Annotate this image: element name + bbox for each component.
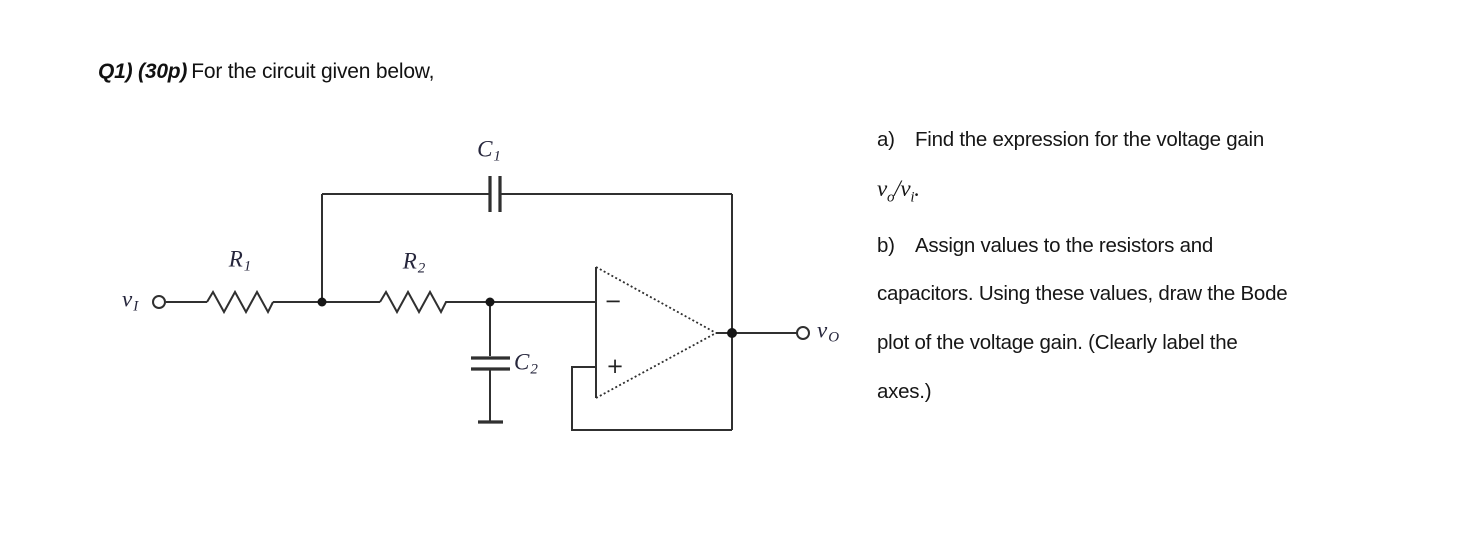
question-part-b-line2: capacitors. Using these values, draw the… [877,282,1288,306]
node-dot-output [727,328,737,338]
label-vin: vI [122,286,139,315]
node-dot-a [317,297,327,307]
part-b-marker: b) [877,233,895,257]
question-text-block: a) Find the expression for the voltage ga… [877,116,1357,416]
part-a-marker: a) [877,128,895,151]
part-b-text: Assign values to the resistors and [915,233,1214,257]
output-terminal [796,326,810,340]
input-terminal [152,295,166,309]
opamp-plus-sign: + [606,354,624,378]
label-r1: R1 [228,246,252,275]
wire-noninverting-loop [571,366,732,431]
question-part-a: a) Find the expression for the voltage ga… [877,116,1357,165]
resistor-r1 [206,289,274,315]
part-a-text: Find the expression for the voltage gain [915,128,1264,151]
label-vout: vO [817,317,840,346]
question-part-b-line4: axes.) [877,379,932,403]
opamp-edge-top [595,266,717,334]
question-part-b: b) Assign values to the resistors and [877,222,1357,271]
label-c1: C1 [477,136,501,165]
node-dot-c [485,297,495,307]
question-title-text: For the circuit given below, [191,60,435,83]
label-c2: C2 [514,349,538,378]
resistor-r2 [379,289,450,315]
label-r2: R2 [402,248,426,277]
question-number: Q1) (30p) [98,60,188,83]
opamp-edge-bottom [595,332,717,399]
gain-expression: vo/vi. [877,175,920,206]
question-part-b-line3: plot of the voltage gain. (Clearly label… [877,330,1238,354]
question-title: Q1) (30p)For the circuit given below, [98,60,434,84]
opamp-minus-sign: − [604,289,622,313]
